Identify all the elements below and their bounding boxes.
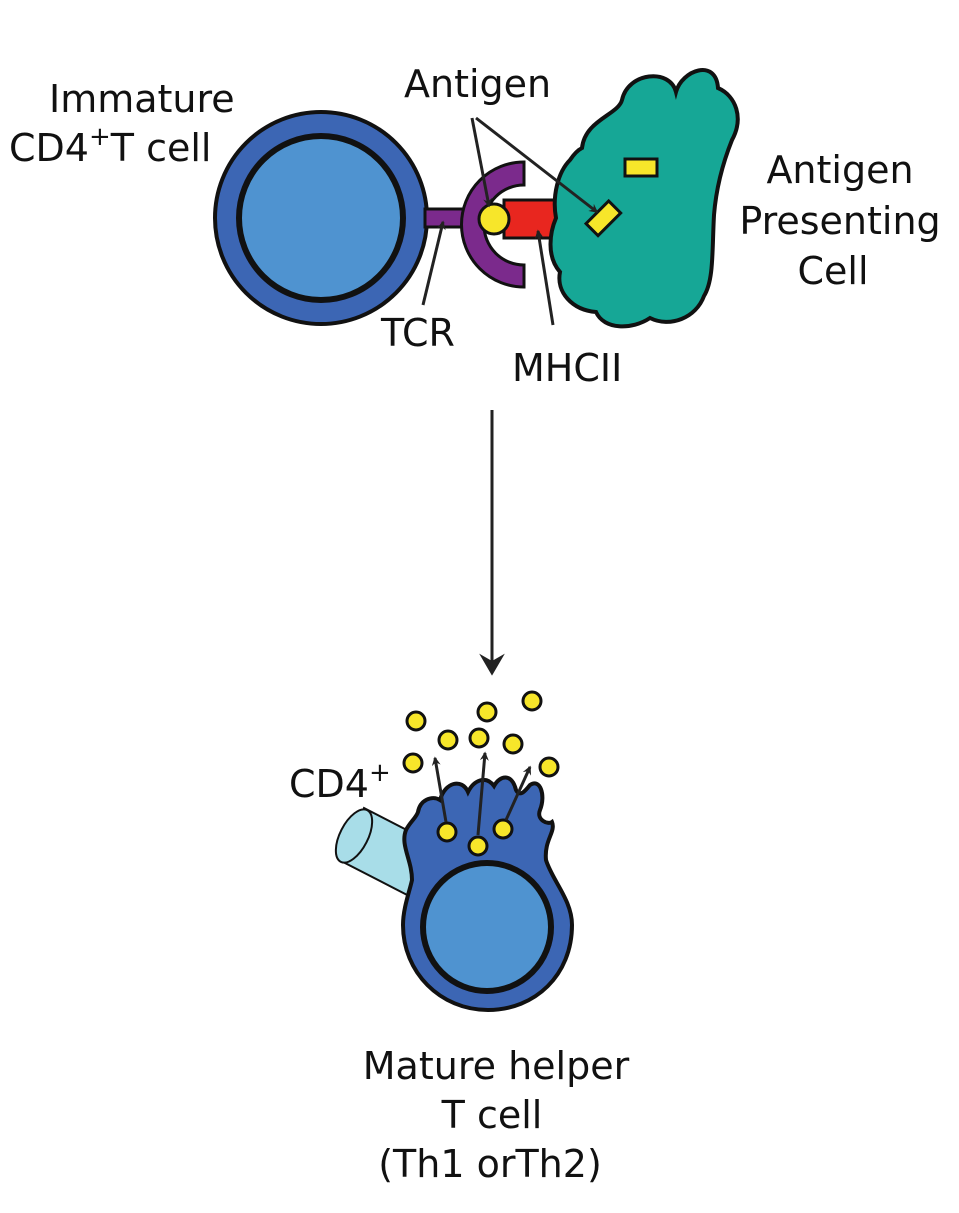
mature-label-line1: Mature helper — [363, 1044, 630, 1088]
mhcii-label: MHCII — [512, 346, 622, 390]
cytokine-dot — [538, 756, 560, 778]
immature-tcell-text: T cell — [110, 126, 212, 170]
secretion-arrow — [504, 765, 532, 821]
mhcii-arrow — [534, 229, 555, 326]
immature-cd4-text: CD4 — [9, 126, 89, 170]
cd4-label: CD4+ — [289, 758, 391, 806]
immature-cd4-plus: + — [89, 122, 111, 152]
cytokine-dot — [467, 835, 489, 857]
antigen-arrow-1 — [470, 117, 492, 208]
tcr-arrow — [421, 220, 446, 306]
immature-t-cell-nucleus — [236, 133, 406, 303]
cytokine-dot — [405, 710, 427, 732]
cytokine-dot — [436, 821, 458, 843]
antigen-arrow-2 — [475, 116, 599, 214]
cytokine-dot — [476, 701, 498, 723]
cytokines — [402, 690, 560, 857]
antigen-fragment-1 — [623, 157, 659, 178]
apc-label-line1: Antigen — [766, 148, 913, 192]
mature-t-cell-nucleus — [420, 860, 554, 994]
antigen-presenting-cell — [548, 68, 740, 329]
cd4-plus: + — [369, 758, 391, 788]
secretion-arrows — [431, 751, 532, 836]
antigen-label: Antigen — [404, 62, 551, 106]
apc-label-line2: Presenting — [739, 199, 940, 243]
cytokine-dot — [468, 727, 490, 749]
cytokine-dot — [521, 690, 543, 712]
cytokine-dot — [437, 729, 459, 751]
cytokine-dot — [402, 752, 424, 774]
cytokine-dot — [492, 818, 514, 840]
mature-label-line3: (Th1 orTh2) — [378, 1142, 602, 1186]
cytokine-dot — [502, 733, 524, 755]
tcr-label: TCR — [380, 311, 455, 355]
mature-label-line2: T cell — [441, 1093, 543, 1137]
immature-t-cell — [213, 110, 429, 326]
antigen-bound — [477, 202, 511, 236]
immature-label-line2: CD4+T cell — [9, 122, 211, 170]
secretion-arrow — [476, 751, 489, 836]
secretion-arrow — [431, 756, 448, 823]
apc-label-line3: Cell — [797, 249, 868, 293]
cd4-text: CD4 — [289, 762, 369, 806]
immature-label-line1: Immature — [49, 77, 235, 121]
